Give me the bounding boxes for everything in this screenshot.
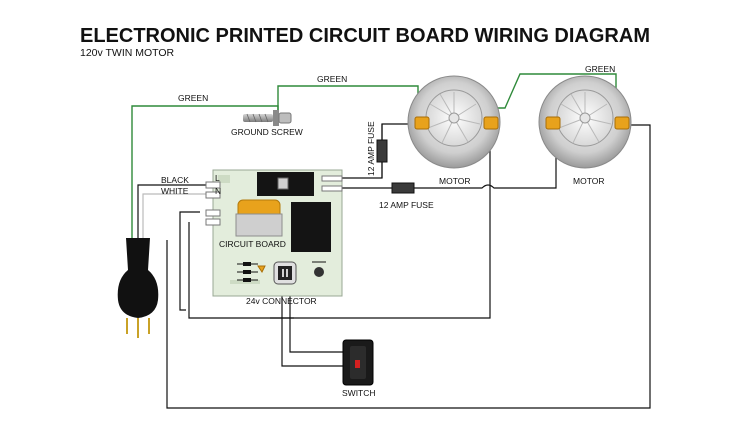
white-wire (142, 193, 213, 240)
motor-left-return (188, 130, 491, 319)
motor-left-terminal-right (483, 116, 499, 130)
terminal-n-label: N (215, 186, 221, 196)
motor-right-label: MOTOR (573, 176, 604, 186)
circuit-board-label: CIRCUIT BOARD (219, 239, 286, 249)
terminal-l-label: L (215, 173, 220, 183)
switch-wire-a (281, 296, 344, 367)
diagram-subtitle: 120v TWIN MOTOR (80, 47, 175, 59)
white-wire-label: WHITE (161, 186, 189, 196)
motor-right-terminal-right (614, 116, 630, 130)
motor-left-terminal-left (414, 116, 430, 130)
green-label-right: GREEN (585, 64, 615, 74)
green-label-left: GREEN (178, 93, 208, 103)
ground-screw-label: GROUND SCREW (231, 127, 303, 137)
black-wire (137, 184, 213, 240)
fuse-horizontal (391, 182, 415, 194)
connector-label: 24v CONNECTOR (246, 296, 317, 306)
black-wire-label: BLACK (161, 175, 189, 185)
ground-wire-motor-right (490, 73, 617, 112)
circuit-board (205, 169, 343, 297)
switch-wire-b (289, 296, 344, 353)
fuse-vertical (376, 124, 388, 178)
motor-right (538, 75, 632, 169)
fuse-vertical-label: 12 AMP FUSE (366, 121, 376, 176)
motor-left (407, 75, 501, 169)
rocker-switch (342, 339, 374, 386)
ground-screw (243, 110, 292, 126)
motor-left-label: MOTOR (439, 176, 470, 186)
neutral-return-wire (166, 124, 651, 409)
white-wire-shadow (142, 193, 213, 240)
diagram-title: ELECTRONIC PRINTED CIRCUIT BOARD WIRING … (80, 25, 650, 47)
switch-label: SWITCH (342, 388, 376, 398)
power-plug (117, 238, 159, 338)
ground-wire-motor-left (277, 85, 419, 118)
motor-right-terminal-left (545, 116, 561, 130)
fuse-horizontal-wire (342, 127, 557, 189)
board-wire-lower (179, 211, 200, 311)
green-label-middle: GREEN (317, 74, 347, 84)
fuse-horizontal-label: 12 AMP FUSE (379, 200, 434, 210)
